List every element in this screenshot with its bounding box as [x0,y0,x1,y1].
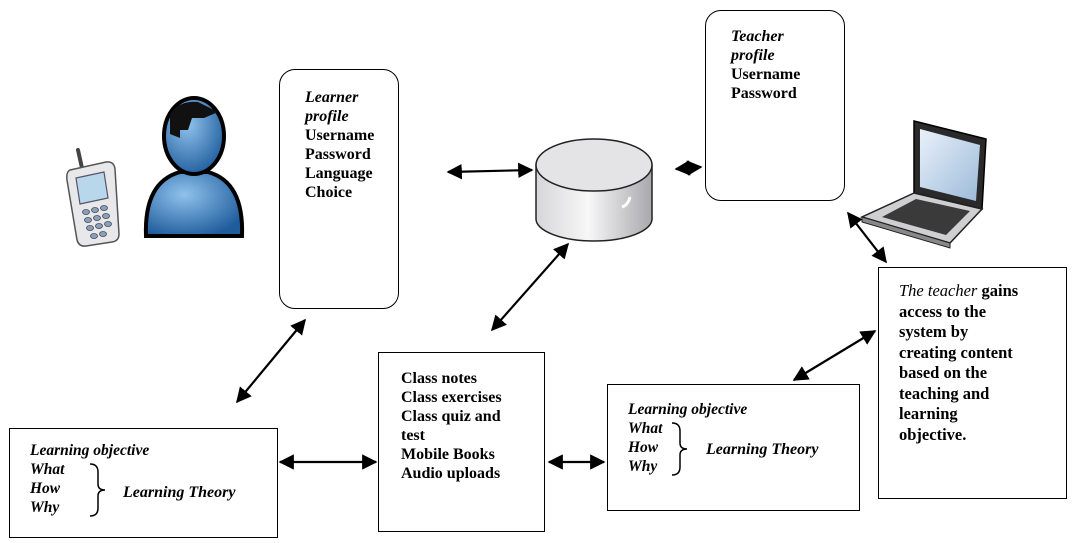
lo-right-why: Why [628,458,658,475]
teacher-note-subject: The teacher [899,281,978,300]
teacher-field-username: Username [731,66,801,83]
learning-objective-right-box: Learning objective What How Why Learning… [607,384,860,511]
learner-field-choice: Choice [305,184,353,201]
lo-right-heading: Learning objective [628,401,748,418]
arrow-learner-db [446,162,534,180]
learner-field-username: Username [305,127,375,144]
lo-left-why: Why [30,499,60,516]
learner-field-password: Password [305,146,371,163]
arrow-learner-lo [236,318,306,404]
teacher-profile-title-1: Teacher [731,28,784,45]
lo-left-brace [89,463,106,517]
lo-right-theory: Learning Theory [706,441,819,458]
teacher-field-password: Password [731,85,797,102]
teacher-note-text-5: based on the [899,363,988,382]
class-item-test: test [401,427,425,444]
lo-right-brace [671,422,688,476]
class-item-audio: Audio uploads [401,465,501,482]
teacher-profile-box: Teacher profile Username Password [705,10,845,201]
class-item-exercises: Class exercises [401,389,502,406]
lo-right-how: How [628,439,659,456]
teacher-note-text-4: creating content [899,342,1013,362]
arrow-laptop-note [847,211,887,264]
teacher-note-text-7: learning [899,404,958,423]
database-icon [535,138,653,242]
class-item-quiz: Class quiz and [401,408,501,425]
arrow-lo-teacher-note [792,330,877,381]
lo-left-theory: Learning Theory [123,484,236,501]
user-icon [143,96,245,238]
learner-profile-box: Learner profile Username Password Langua… [279,69,399,309]
mobile-phone-icon [66,148,120,247]
learner-profile-title-1: Learner [305,89,359,106]
lo-left-heading: Learning objective [30,442,150,459]
teacher-note-line-1: The teacher gains [899,281,1018,302]
teacher-note-text-8: objective. [899,424,967,444]
arrow-db-content [490,242,570,332]
lo-right-what: What [628,420,663,437]
teacher-note-text-3: system by [899,322,969,341]
teacher-note-box: The teacher gains access to the system b… [878,267,1067,499]
class-item-mobile-books: Mobile Books [401,446,495,463]
class-item-notes: Class notes [401,370,478,387]
learning-objective-left-box: Learning objective What How Why Learning… [9,428,278,538]
teacher-note-text-6: teaching and [899,383,990,403]
lo-left-what: What [30,461,65,478]
teacher-note-text-2: access to the [899,301,987,321]
lo-left-how: How [30,480,61,497]
class-content-box: Class notes Class exercises Class quiz a… [378,352,545,532]
teacher-note-text-1: gains [977,281,1019,300]
teacher-profile-title-2: profile [731,47,775,64]
arrow-db-teacher [674,160,703,176]
laptop-icon [859,120,987,249]
learner-field-language: Language [305,165,373,182]
learner-profile-title-2: profile [305,108,349,125]
